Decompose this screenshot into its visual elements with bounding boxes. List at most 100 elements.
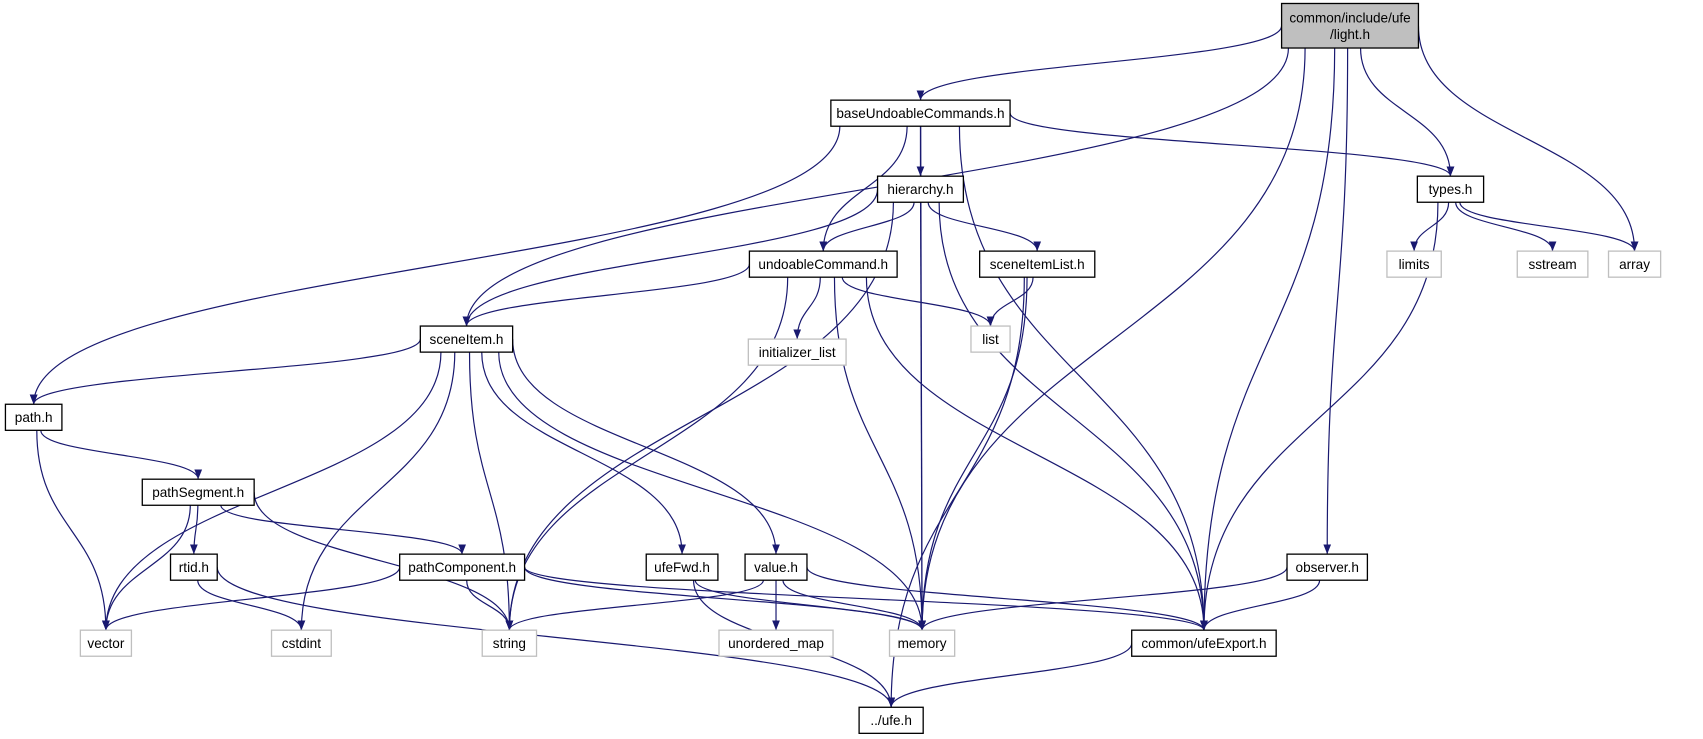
node-init: initializer_list bbox=[747, 338, 847, 366]
node-pseg[interactable]: pathSegment.h bbox=[141, 478, 255, 506]
edge-types-to-array bbox=[1459, 202, 1639, 252]
node-box bbox=[270, 629, 332, 657]
node-label: hierarchy.h bbox=[887, 182, 953, 197]
edge-fwd-to-memory bbox=[694, 579, 926, 631]
edge-si-to-cstdint bbox=[297, 352, 456, 631]
node-base[interactable]: baseUndoableCommands.h bbox=[830, 99, 1011, 127]
node-box bbox=[1280, 2, 1420, 49]
node-label: undoableCommand.h bbox=[758, 257, 888, 272]
node-label: sceneItem.h bbox=[430, 332, 504, 347]
node-pcomp[interactable]: pathComponent.h bbox=[399, 553, 526, 581]
node-ufe[interactable]: ../ufe.h bbox=[858, 706, 924, 734]
node-sil[interactable]: sceneItemList.h bbox=[979, 250, 1096, 278]
node-box bbox=[970, 325, 1011, 353]
edge-si-to-memory bbox=[498, 352, 926, 631]
node-path[interactable]: path.h bbox=[4, 403, 63, 431]
node-box bbox=[888, 629, 956, 657]
node-list: list bbox=[970, 325, 1011, 353]
node-box bbox=[481, 629, 538, 657]
edge-sil-to-ufe bbox=[887, 277, 1025, 708]
edge-pseg-to-pcomp bbox=[220, 505, 466, 555]
node-light[interactable]: common/include/ufe/light.h bbox=[1280, 2, 1420, 49]
node-box bbox=[645, 553, 719, 581]
edge-hier-to-si bbox=[462, 189, 879, 327]
node-memory: memory bbox=[888, 629, 956, 657]
edge-pcomp-to-vector bbox=[102, 566, 401, 631]
node-label: common/ufeExport.h bbox=[1141, 636, 1266, 651]
node-label: array bbox=[1619, 257, 1650, 272]
node-label: path.h bbox=[15, 410, 53, 425]
node-obs[interactable]: observer.h bbox=[1286, 553, 1369, 581]
edge-types-to-sstream bbox=[1455, 202, 1557, 252]
edge-value-to-export bbox=[806, 566, 1208, 631]
node-value[interactable]: value.h bbox=[744, 553, 808, 581]
node-box bbox=[744, 553, 808, 581]
node-export[interactable]: common/ufeExport.h bbox=[1131, 629, 1277, 657]
node-box bbox=[419, 325, 514, 353]
node-label: string bbox=[493, 636, 526, 651]
edge-hier-to-string bbox=[505, 202, 895, 631]
node-undo[interactable]: undoableCommand.h bbox=[748, 250, 898, 278]
node-sstream: sstream bbox=[1516, 250, 1589, 278]
node-box bbox=[1607, 250, 1662, 278]
node-label: baseUndoableCommands.h bbox=[836, 106, 1004, 121]
edge-value-to-string bbox=[505, 579, 764, 631]
node-label: observer.h bbox=[1296, 560, 1359, 575]
edge-light-to-memory bbox=[918, 48, 1306, 631]
node-label: list bbox=[982, 332, 999, 347]
node-label: rtid.h bbox=[179, 560, 209, 575]
node-vector: vector bbox=[79, 629, 133, 657]
edge-light-to-types bbox=[1359, 48, 1455, 177]
node-label: memory bbox=[898, 636, 947, 651]
node-box bbox=[399, 553, 526, 581]
edge-base-to-types bbox=[1009, 112, 1455, 177]
node-box bbox=[141, 478, 255, 506]
node-label: sstream bbox=[1528, 257, 1576, 272]
node-box bbox=[858, 706, 924, 734]
node-box bbox=[79, 629, 133, 657]
edge-hier-to-sil bbox=[927, 202, 1042, 252]
edge-hier-to-undo bbox=[819, 202, 915, 252]
edge-base-to-undo bbox=[819, 126, 908, 252]
node-box bbox=[1386, 250, 1442, 278]
edge-undo-to-list bbox=[841, 277, 995, 327]
node-fwd[interactable]: ufeFwd.h bbox=[645, 553, 719, 581]
edge-sil-to-list bbox=[986, 277, 1034, 327]
edge-pseg-to-string bbox=[253, 492, 514, 631]
edge-undo-to-init bbox=[793, 277, 821, 340]
node-label: ../ufe.h bbox=[870, 713, 911, 728]
edge-path-to-pseg bbox=[40, 430, 203, 480]
node-box bbox=[876, 175, 965, 203]
node-label: value.h bbox=[754, 560, 798, 575]
node-rtid[interactable]: rtid.h bbox=[169, 553, 218, 581]
node-box bbox=[1416, 175, 1485, 203]
node-string: string bbox=[481, 629, 538, 657]
node-label: pathSegment.h bbox=[152, 485, 244, 500]
node-label: initializer_list bbox=[759, 345, 836, 360]
node-box bbox=[4, 403, 63, 431]
node-si[interactable]: sceneItem.h bbox=[419, 325, 514, 353]
node-cstdint: cstdint bbox=[270, 629, 332, 657]
node-types[interactable]: types.h bbox=[1416, 175, 1485, 203]
node-hier[interactable]: hierarchy.h bbox=[876, 175, 965, 203]
edge-pseg-to-rtid bbox=[189, 505, 199, 555]
node-label: ufeFwd.h bbox=[654, 560, 710, 575]
node-label: vector bbox=[87, 636, 124, 651]
edge-obs-to-export bbox=[1200, 580, 1321, 631]
nodes: common/include/ufe/light.h baseUndoableCo… bbox=[4, 2, 1662, 734]
edge-rtid-to-ufe bbox=[216, 567, 895, 708]
edges bbox=[29, 25, 1639, 708]
node-label: unordered_map bbox=[728, 636, 824, 651]
node-umap: unordered_map bbox=[718, 629, 834, 657]
node-box bbox=[1516, 250, 1589, 278]
node-label: cstdint bbox=[282, 636, 321, 651]
edge-base-to-path bbox=[29, 126, 841, 405]
node-label: /light.h bbox=[1330, 27, 1370, 42]
node-label: types.h bbox=[1429, 182, 1473, 197]
edge-pcomp-to-export bbox=[523, 566, 1208, 631]
node-box bbox=[830, 99, 1011, 127]
edge-obs-to-memory bbox=[918, 566, 1288, 631]
edge-si-to-path bbox=[29, 338, 421, 405]
edge-light-to-array bbox=[1417, 25, 1639, 252]
